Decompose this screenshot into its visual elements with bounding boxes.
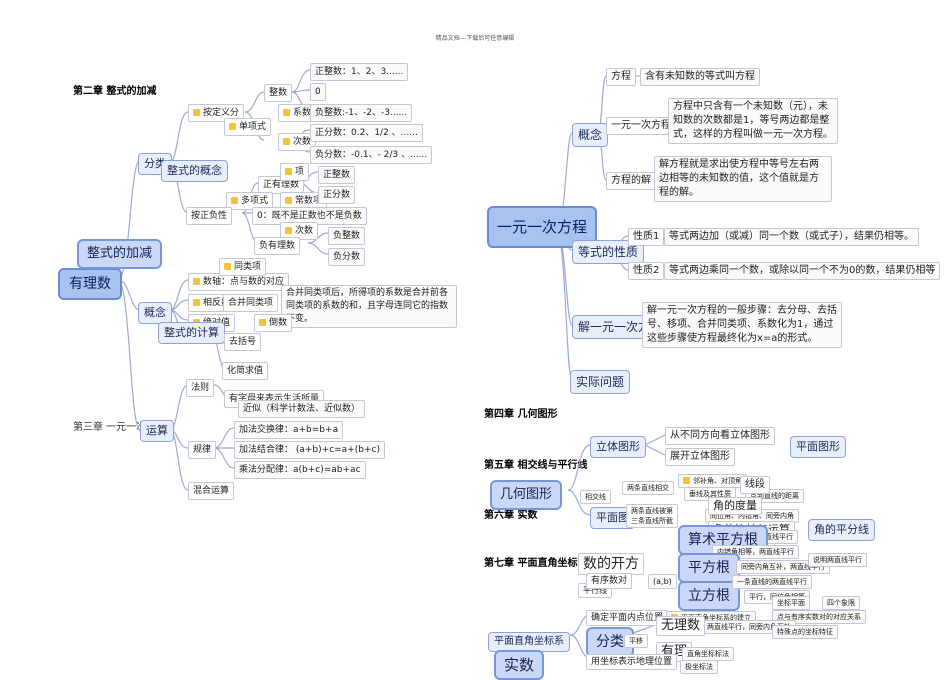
node-chengfa-fenpei[interactable]: 乘法分配律：a(b+c)=ab+ac (234, 461, 366, 479)
chapter-2-title: 第二章 整式的加减 (73, 86, 157, 97)
node-xingzhi1-def[interactable]: 等式两边加（或减）同一个数（或式子），结果仍相等。 (664, 228, 919, 246)
node-xingzhi2[interactable]: 性质2 (628, 262, 665, 280)
node-xiang[interactable]: 项 (280, 163, 310, 181)
node-cong[interactable]: 从不同方向看立体图形 (665, 427, 775, 445)
node-daoshu[interactable]: 倒数 (254, 314, 293, 332)
node-fangcheng[interactable]: 方程 (606, 68, 636, 86)
node-hebing[interactable]: 合并同类项 (223, 294, 279, 312)
page-header: 精品文档---下载后可任意编辑 (435, 35, 515, 42)
node-jiefa-def[interactable]: 解一元一次方程的一般步骤：去分母、去括号、移项、合并同类项、系数化为1，通过这些… (642, 302, 842, 348)
kaifang-text: 数的开方 (583, 556, 639, 572)
chapter-4-title: 第四章 几何图形 (484, 409, 558, 420)
node-yiyuan-root[interactable]: 一元一次方程 (487, 206, 598, 248)
node-teshu[interactable]: 特殊点的坐标特征 (772, 625, 838, 639)
node-diliweizhi[interactable]: 用坐标表示地理位置 (586, 654, 678, 670)
node-zhengfenshu-2[interactable]: 正分数 (318, 186, 356, 204)
chapter-3-title: 第三章 一元一次方程 (73, 422, 167, 433)
node-gainian[interactable]: 概念 (138, 302, 172, 324)
node-dengshi[interactable]: 等式的性质 (572, 240, 645, 264)
node-zhengshi-jiajian[interactable]: 整式的加减 (77, 239, 163, 269)
node-fangcheng-def[interactable]: 含有未知数的等式叫方程 (640, 68, 760, 86)
node-lifang[interactable]: 立方根 (678, 581, 740, 611)
chapter-6-title: 第六章 实数 (484, 510, 538, 521)
node-fafa[interactable]: 法则 (186, 379, 215, 397)
node-shiji[interactable]: 实际问题 (570, 370, 631, 394)
node-liti[interactable]: 立体图形 (590, 436, 646, 458)
node-xingzhi2-def[interactable]: 等式两边乘同一个数，或除以同一个不为0的数，结果仍相等 (664, 262, 941, 280)
node-zhengshi-gainian[interactable]: 整式的概念 (161, 160, 228, 182)
node-jiaopingfen[interactable]: 角的平分线 (808, 519, 875, 541)
node-danxiangshi[interactable]: 单项式 (224, 118, 272, 136)
node-pingfang[interactable]: 平方根 (678, 553, 740, 583)
node-zero[interactable]: 0 (310, 83, 326, 101)
node-zhengzhengshu-2[interactable]: 正整数 (318, 166, 356, 184)
node-liangtiao[interactable]: 两条直线相交 (622, 481, 674, 495)
node-youlishu[interactable]: 有理数 (58, 268, 122, 300)
node-shuzhou[interactable]: 数轴：点与数的对应 (188, 273, 290, 291)
node-jinshi[interactable]: 近似（科学计数法、近似数） (238, 400, 366, 418)
node-jiafa-jiehe[interactable]: 加法结合律： (a+b)+c=a+(b+c) (234, 441, 385, 459)
node-zhengfenshu[interactable]: 正分数：0.2、1/2 、...... (310, 124, 423, 142)
chapter-7-title: 第七章 平面直角坐标系 (484, 558, 588, 569)
node-sixiang[interactable]: 四个象限 (822, 596, 860, 610)
node-cishu[interactable]: 次数 (278, 133, 317, 151)
node-shuoming[interactable]: 说明两直线平行 (808, 553, 867, 567)
node-tongleixiang[interactable]: 同类项 (219, 258, 267, 276)
node-fufenshu[interactable]: 负分数：-0.1、- 2/3 、...... (310, 146, 433, 164)
node-tongpang[interactable]: 同旁内角互补，两直线平行 (736, 560, 830, 574)
node-zhengshi-jisuan[interactable]: 整式的计算 (158, 322, 225, 344)
node-xingzhi1[interactable]: 性质1 (628, 228, 665, 246)
node-zhengzhengshu[interactable]: 正整数：1、2、3...... (310, 63, 409, 81)
node-pingmian[interactable]: 平面图形 (790, 436, 846, 458)
node-yitiao[interactable]: 一条直线的两直线平行 (732, 575, 812, 589)
node-pingmian2[interactable]: 平面图 (590, 507, 635, 529)
node-jiaodu[interactable]: 角的度量 (708, 497, 762, 515)
node-jie[interactable]: 方程的解 (606, 172, 656, 190)
node-sanxian[interactable]: 两条直线被第三条直线所截 (626, 504, 678, 528)
node-hunhe[interactable]: 混合运算 (188, 482, 235, 500)
node-ab[interactable]: (a,b) (648, 574, 677, 589)
node-kaifang[interactable]: 数的开方 (578, 553, 644, 575)
node-yunsuan[interactable]: 运算 (140, 420, 174, 442)
node-yiyuan-def[interactable]: 方程中只含有一个未知数（元），未知数的次数都是1，等号两边都是整式，这样的方程叫… (668, 98, 838, 144)
node-duoxiangshi[interactable]: 多项式 (226, 192, 274, 210)
node-fuyouli[interactable]: 负有理数 (254, 237, 301, 255)
node-linbu[interactable]: 邻补角、对顶角 (678, 474, 747, 488)
node-anzhengfu[interactable]: 按正负性 (186, 207, 233, 225)
node-xianduan[interactable]: 线段 (740, 476, 770, 494)
node-jiafa-jiaohuan[interactable]: 加法交换律：a+b=b+a (234, 421, 344, 439)
node-huajian[interactable]: 化简求值 (222, 362, 269, 380)
node-fuzhengshu-2[interactable]: 负整数 (328, 227, 366, 245)
node-xiangjiao[interactable]: 相交线 (580, 490, 611, 504)
node-zuobiao[interactable]: 坐标平面 (772, 596, 810, 610)
node-wuli[interactable]: 无理数 (656, 616, 706, 636)
node-jie-def[interactable]: 解方程就是求出使方程中等号左右两边相等的未知数的值，这个值就是方程的解。 (654, 156, 832, 202)
node-hebing-note[interactable]: 合并同类项后，所得项的系数是合并前各同类项的系数的和，且字母连同它的指数不变。 (281, 285, 457, 328)
node-shixian-big[interactable]: 实数 (494, 650, 545, 680)
node-quguohao[interactable]: 去括号 (224, 333, 262, 351)
node-zhengshu[interactable]: 整数 (264, 84, 293, 102)
node-fuzhengshu[interactable]: 负整数:-1、-2、-3...... (310, 104, 413, 122)
node-zhankai[interactable]: 展开立体图形 (665, 448, 735, 466)
node-gainian-r[interactable]: 概念 (572, 123, 609, 147)
node-fufenshu-2[interactable]: 负分数 (328, 248, 366, 266)
node-youxu[interactable]: 有序数对 (586, 573, 633, 589)
node-zhijiao-biaofa[interactable]: 直角坐标标法 (682, 647, 734, 661)
node-pingyi[interactable]: 平移 (624, 634, 648, 648)
chapter-5-title: 第五章 相交线与平行线 (484, 460, 588, 471)
node-guilv[interactable]: 规律 (188, 441, 217, 459)
node-zhijiao[interactable]: 平面直角坐标系 (488, 632, 570, 652)
node-jihe[interactable]: 几何图形 (490, 480, 563, 510)
node-zhixian-pingxing[interactable]: 直线平行 (760, 530, 798, 544)
node-yiyuan[interactable]: 一元一次方程 (606, 117, 676, 135)
